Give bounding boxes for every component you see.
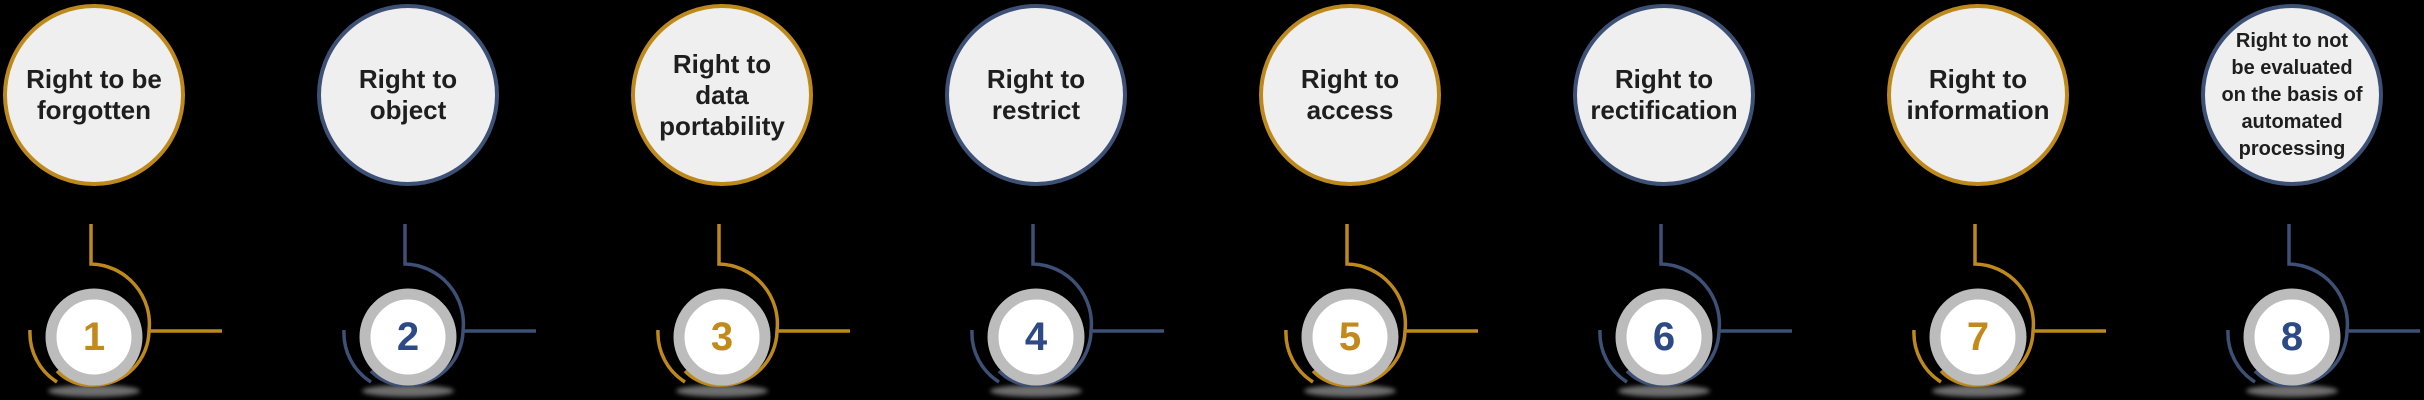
connector-graphic [342,224,536,397]
right-bubble: Right to access [1259,4,1441,186]
number-badge-ring [1929,288,2027,386]
connector-left-arc [970,329,1000,384]
right-label: Right to access [1300,64,1400,125]
right-bubble: Right to object [317,4,499,186]
badge-shadow [676,385,768,397]
right-item-7: Right to information 7 [1868,0,2106,400]
number-badge-ring [987,288,1085,386]
step-number: 7 [1966,314,1990,359]
connector-swirl-line [55,224,152,387]
badge-shadow [362,385,454,397]
connector-graphic [28,224,222,397]
connector-graphic [2226,224,2420,397]
connector-swirl-line [2253,224,2350,387]
number-badge-ring [673,288,771,386]
connector-graphic [1284,224,1478,397]
badge-shadow [1618,385,1710,397]
right-item-8: Right to not be evaluated on the basis o… [2182,0,2420,400]
right-item-3: Right to data portability 3 [612,0,850,400]
connector-left-arc [1912,329,1942,384]
connector-left-arc [1284,329,1314,384]
right-label: Right to object [358,64,458,125]
right-bubble: Right to rectification [1573,4,1755,186]
right-bubble: Right to information [1887,4,2069,186]
connector-graphic [970,224,1164,397]
number-badge-ring [45,288,143,386]
right-label: Right to not be evaluated on the basis o… [2221,29,2363,160]
number-badge-ring [1615,288,1713,386]
connector-swirl-line [1625,224,1722,387]
right-bubble: Right to not be evaluated on the basis o… [2201,4,2383,186]
right-label: Right to data portability [659,48,785,141]
connector-left-arc [2226,329,2256,384]
badge-shadow [990,385,1082,397]
step-number: 8 [2280,314,2304,359]
connector-left-arc [656,329,686,384]
right-item-5: Right to access 5 [1240,0,1478,400]
connector-left-arc [342,329,372,384]
right-item-2: Right to object 2 [298,0,536,400]
connector-swirl-line [369,224,466,387]
right-item-1: Right to be forgotten 1 [0,0,222,400]
right-label: Right to information [1906,64,2050,125]
connector-left-arc [28,329,58,384]
step-number: 3 [710,314,734,359]
badge-shadow [1304,385,1396,397]
number-badge-ring [359,288,457,386]
step-number: 4 [1024,314,1048,359]
right-label: Right to rectification [1590,64,1738,125]
badge-shadow [2246,385,2338,397]
connector-swirl-line [1311,224,1408,387]
connector-swirl-line [997,224,1094,387]
right-bubble: Right to restrict [945,4,1127,186]
right-bubble: Right to data portability [631,4,813,186]
right-item-6: Right to rectification 6 [1554,0,1792,400]
connector-swirl-line [1939,224,2036,387]
connector-left-arc [1598,329,1628,384]
connector-graphic [1912,224,2106,397]
number-badge-ring [1301,288,1399,386]
step-number: 2 [396,314,420,359]
connector-graphic [1598,224,1792,397]
step-number: 5 [1338,314,1362,359]
right-item-4: Right to restrict 4 [926,0,1164,400]
right-label: Right to restrict [986,64,1086,125]
right-bubble: Right to be forgotten [3,4,185,186]
connector-graphic [656,224,850,397]
step-number: 6 [1652,314,1676,359]
number-badge-ring [2243,288,2341,386]
badge-shadow [48,385,140,397]
right-label: Right to be forgotten [26,64,162,125]
badge-shadow [1932,385,2024,397]
step-number: 1 [82,314,106,359]
connector-swirl-line [683,224,780,387]
